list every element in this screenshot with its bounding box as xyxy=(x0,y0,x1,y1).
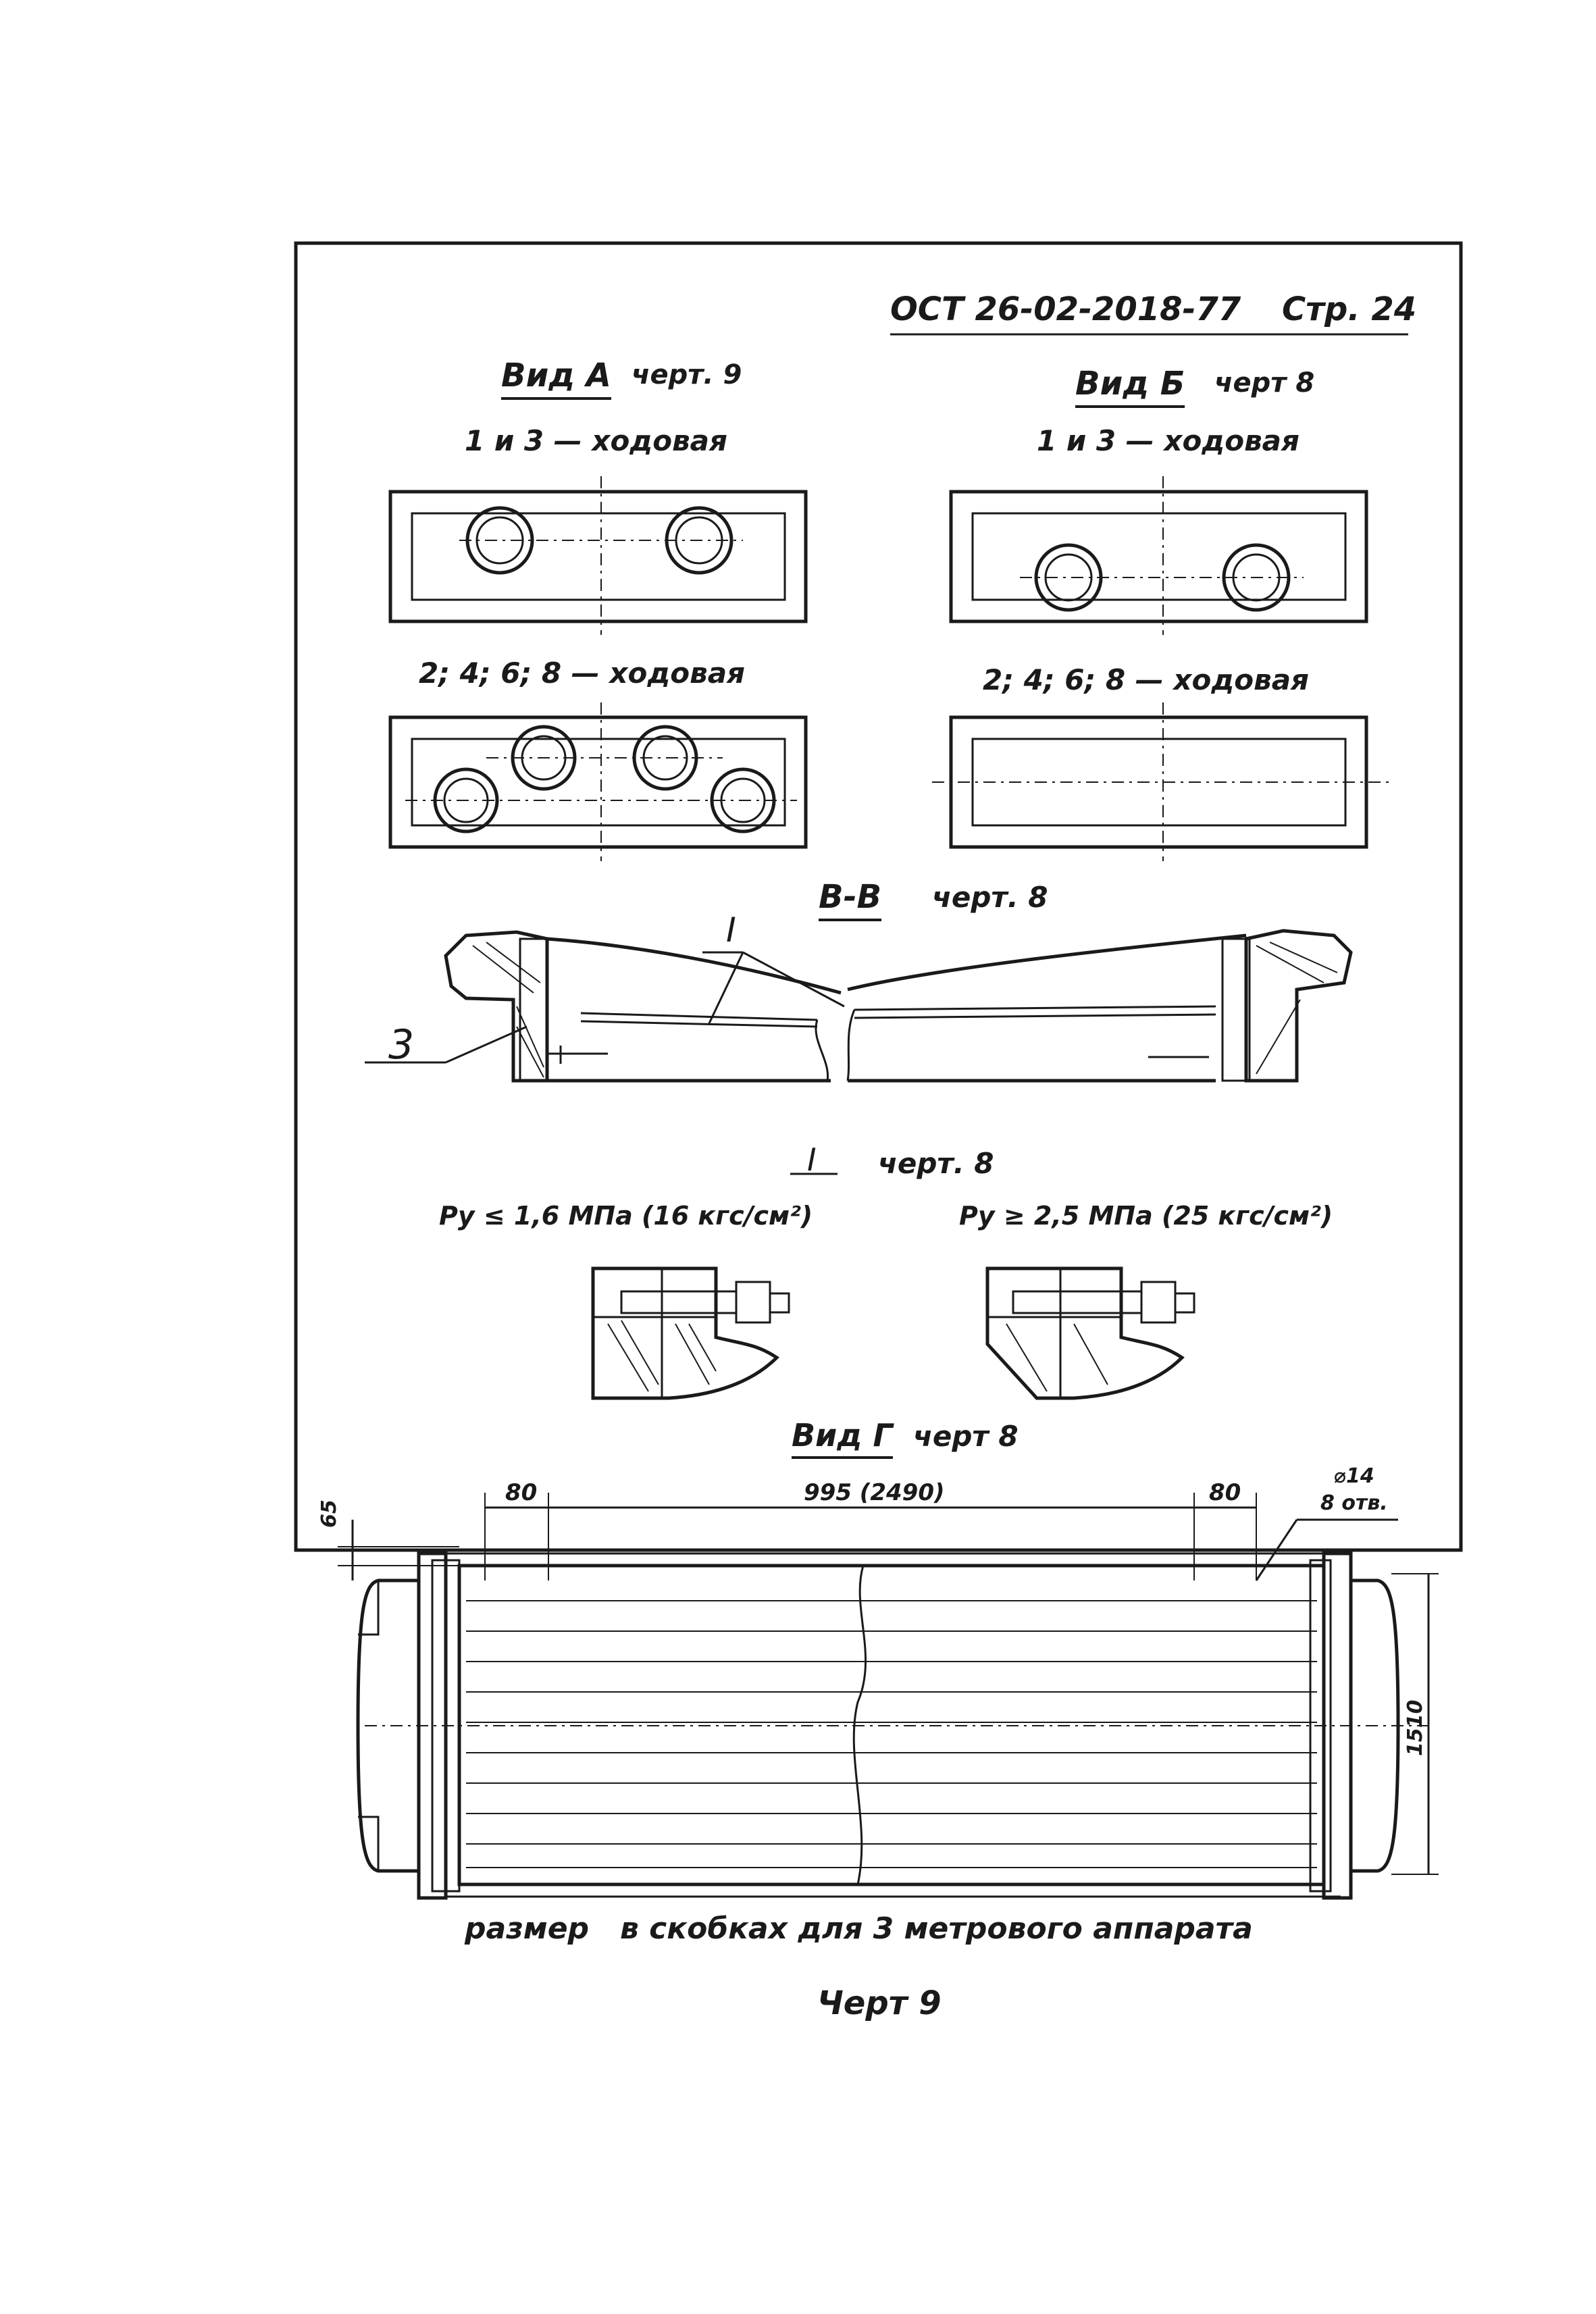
detail-i-left-caption: Pу ≤ 1,6 МПа (16 кгс/см²) xyxy=(439,1201,813,1231)
view-b-plate-1 xyxy=(949,476,1368,635)
dim-hole: ⌀14 xyxy=(1334,1464,1374,1488)
dim-right: 80 xyxy=(1209,1479,1241,1506)
dim-offset: 65 xyxy=(317,1499,341,1528)
view-a-row1-label: 1 и 3 — ходовая xyxy=(465,424,727,457)
page-label: Стр. 24 xyxy=(1282,290,1417,328)
view-b-row1-label: 1 и 3 — ходовая xyxy=(1037,424,1299,457)
view-b-ref: черт 8 xyxy=(1214,367,1315,398)
dim-center: 995 (2490) xyxy=(804,1479,945,1506)
view-a-plate-2 xyxy=(388,702,808,861)
view-a-row2-label: 2; 4; 6; 8 — ходовая xyxy=(419,657,745,690)
dim-height: 1510 xyxy=(1404,1699,1427,1757)
view-b-title: Вид Б xyxy=(1075,365,1185,408)
view-b-row2-label: 2; 4; 6; 8 — ходовая xyxy=(983,663,1309,696)
callout-1: I xyxy=(726,910,736,950)
callout-3: 3 xyxy=(388,1021,415,1069)
footer-note: размер в скобках для 3 метрового аппарат… xyxy=(465,1911,1253,1946)
view-g-ref: черт 8 xyxy=(913,1420,1019,1453)
dim-hole-count: 8 отв. xyxy=(1320,1491,1388,1515)
detail-i-left-drawing xyxy=(591,1266,790,1400)
detail-i-right-caption: Pу ≥ 2,5 МПа (25 кгс/см²) xyxy=(959,1201,1333,1231)
view-a-plate-1 xyxy=(388,476,808,635)
view-a-title: Вид А xyxy=(501,357,611,400)
view-g-drawing xyxy=(338,1493,1439,1900)
section-vv-drawing xyxy=(365,929,1353,1083)
detail-i-right-drawing xyxy=(985,1266,1195,1400)
section-vv-title: В-В xyxy=(819,878,882,921)
standard-number: ОСТ 26-02-2018-77 xyxy=(890,290,1241,328)
detail-i-title: I xyxy=(807,1141,817,1178)
view-b-plate-2 xyxy=(932,702,1391,861)
section-vv-ref: черт. 8 xyxy=(932,881,1048,914)
view-g-title: Вид Г xyxy=(792,1417,893,1459)
view-a-ref: черт. 9 xyxy=(632,359,742,390)
sheet-frame xyxy=(294,241,1463,1552)
detail-i-ref: черт. 8 xyxy=(878,1147,994,1180)
dim-left: 80 xyxy=(505,1479,538,1506)
drawing-label: Черт 9 xyxy=(817,1984,942,2022)
